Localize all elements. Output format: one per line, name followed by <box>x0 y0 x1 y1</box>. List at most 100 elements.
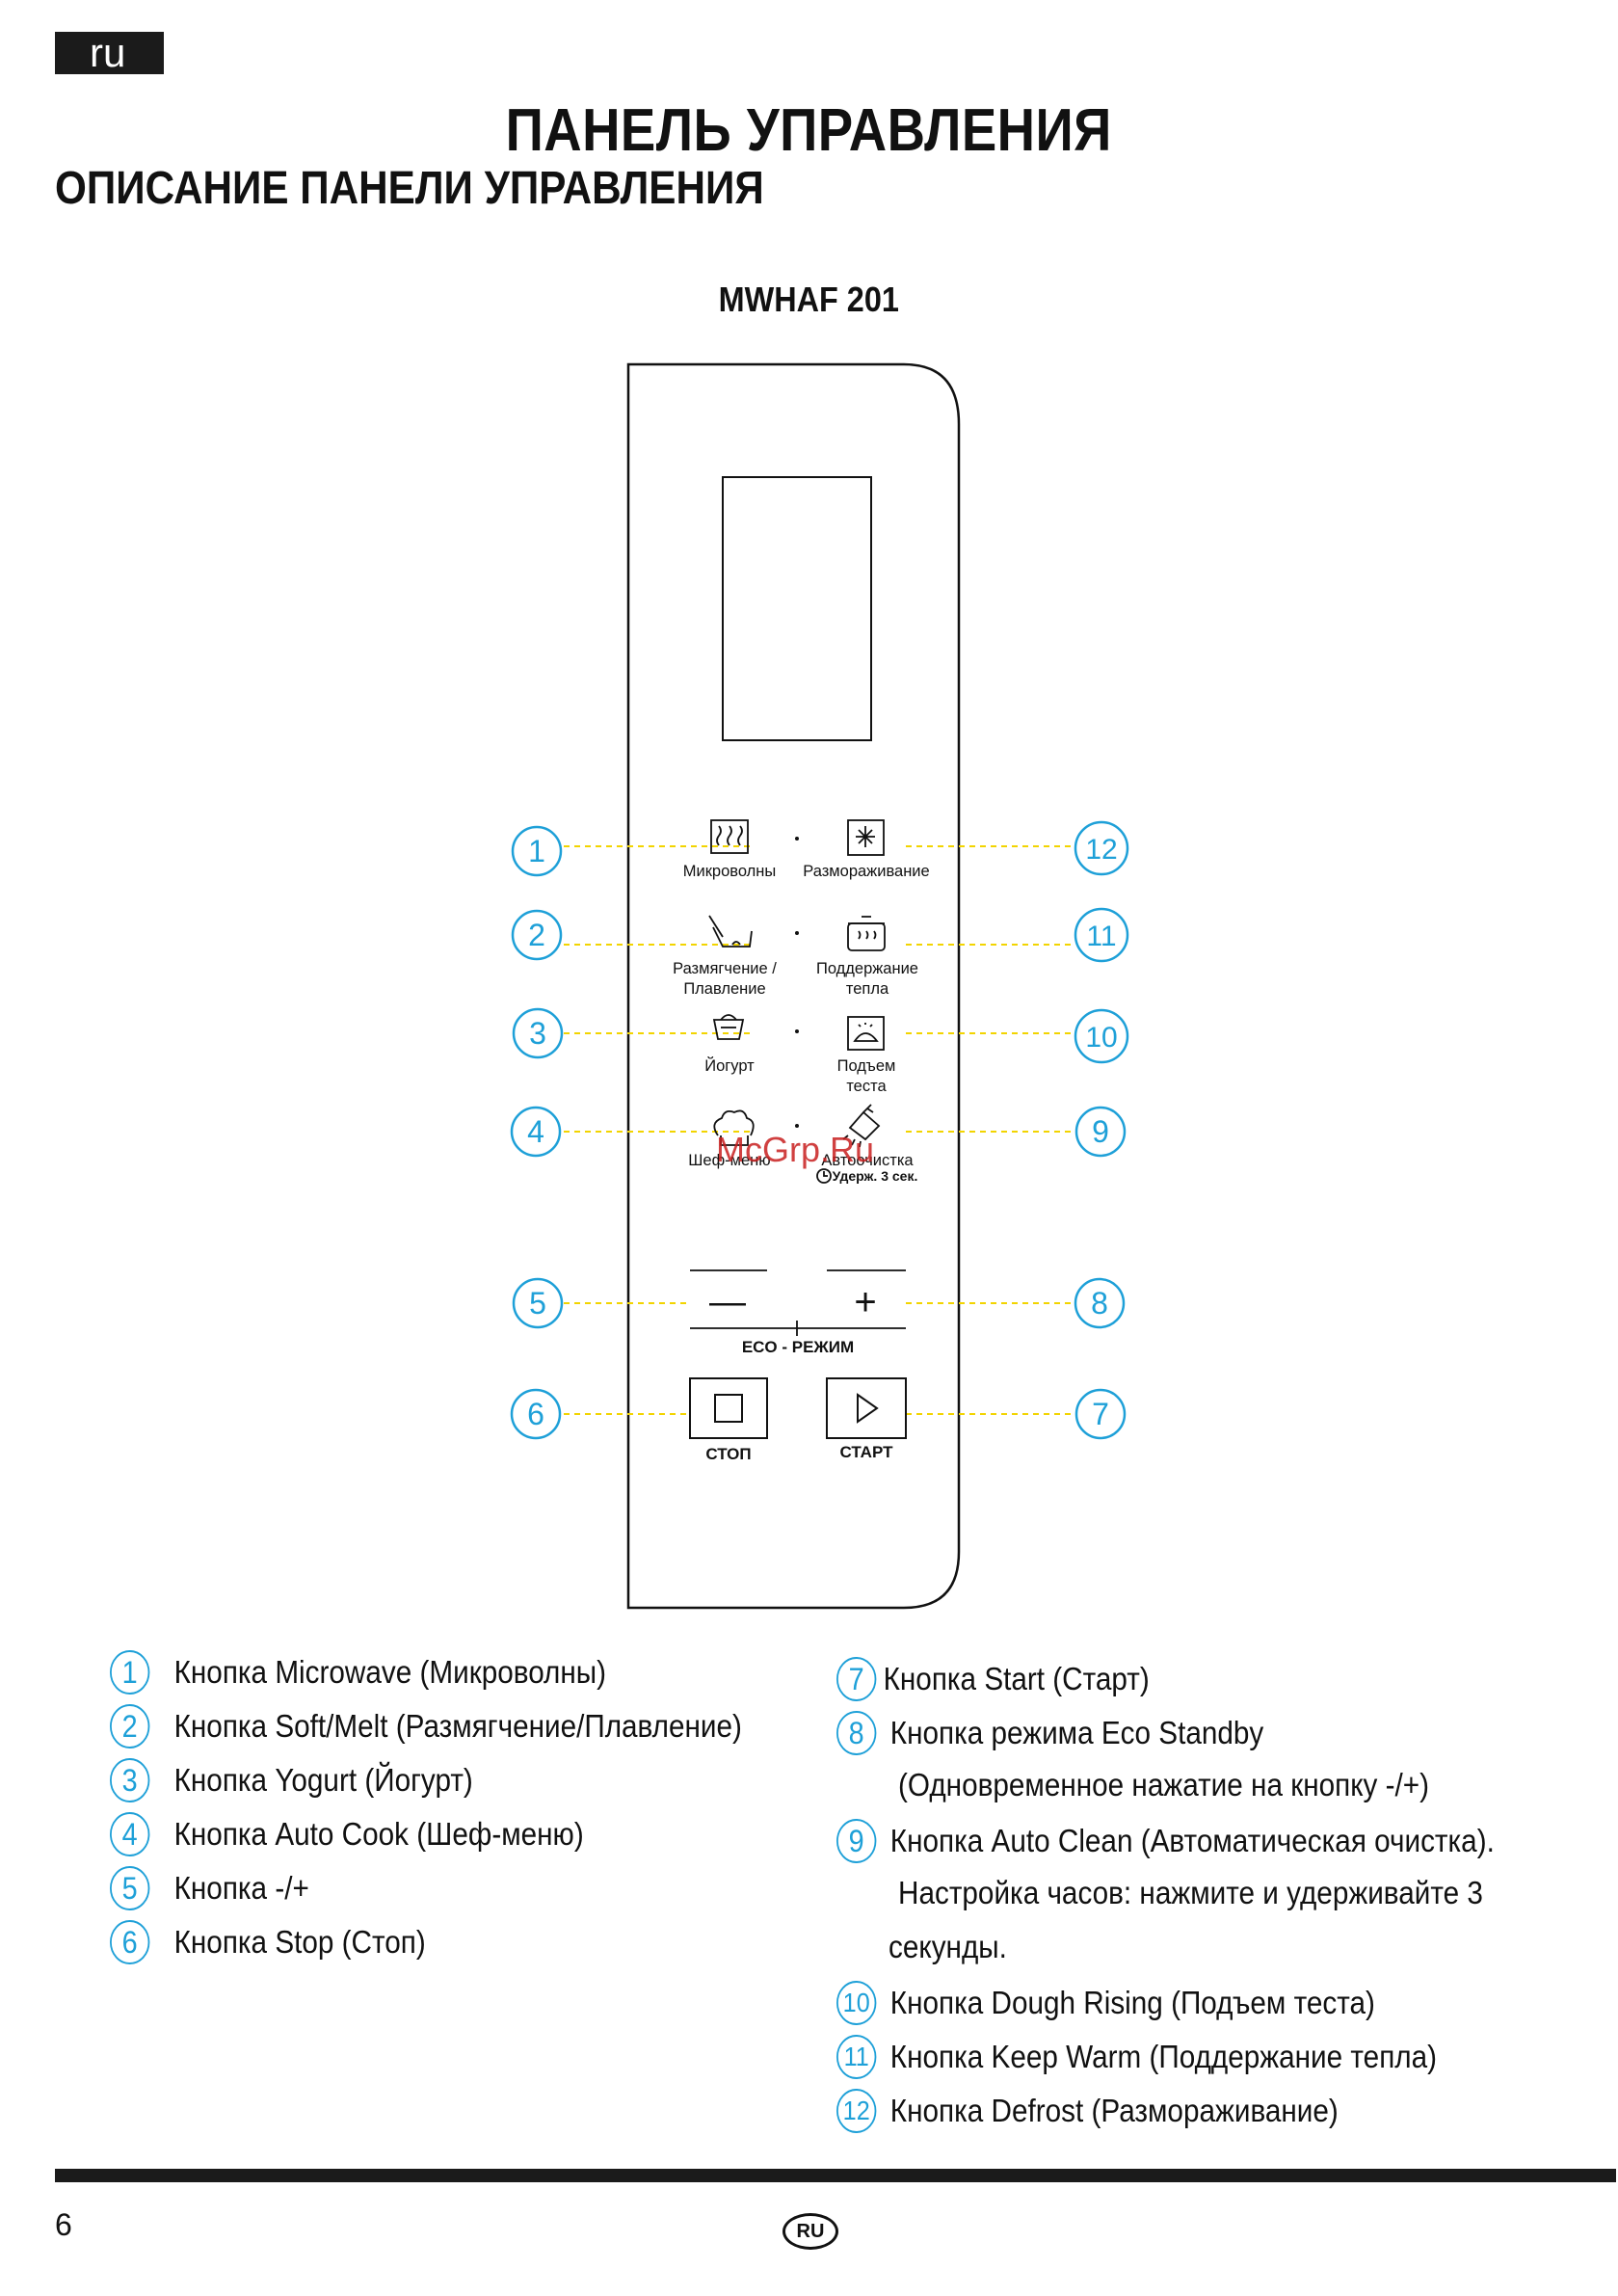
language-tab: ru <box>55 32 164 74</box>
legend-number: 4 <box>110 1812 150 1856</box>
callout-label: 3 <box>529 1016 546 1051</box>
callout-12 <box>1074 820 1129 876</box>
legend-text: Кнопка Yogurt (Йогурт) <box>173 1762 473 1798</box>
keep-warm-icon <box>847 916 886 951</box>
callout-3 <box>512 1007 564 1059</box>
legend-item-1: 1 Кнопка Microwave (Микроволны) <box>110 1650 606 1695</box>
legend-text: Кнопка режима Eco Standby <box>889 1715 1264 1750</box>
language-badge: RU <box>782 2213 838 2250</box>
legend-text: Кнопка Defrost (Размораживание) <box>889 2093 1339 2128</box>
soft-melt-label: Плавление <box>683 980 765 998</box>
yogurt-label: Йогурт <box>704 1056 755 1075</box>
callout-label: 9 <box>1092 1114 1109 1149</box>
clock-icon <box>816 1168 832 1184</box>
legend-number: 1 <box>110 1650 150 1695</box>
dough-label: Подъем <box>837 1057 896 1075</box>
leader-lines <box>564 845 1074 1415</box>
model-name: MWHAF 201 <box>718 280 899 319</box>
callout-9 <box>1074 1106 1127 1158</box>
microwave-icon <box>710 819 749 854</box>
yogurt-icon <box>712 1014 745 1040</box>
legend-number: 2 <box>110 1704 150 1749</box>
keep-warm-label: тепла <box>846 980 889 998</box>
legend-text: Кнопка Soft/Melt (Размягчение/Плавление) <box>173 1708 742 1744</box>
control-panel-diagram: 1 2 3 4 5 6 12 11 10 9 8 7 <box>510 362 1129 1610</box>
start-button[interactable] <box>826 1377 907 1439</box>
callout-6 <box>510 1388 562 1440</box>
eco-mode-label: ECO - РЕЖИМ <box>742 1338 854 1356</box>
auto-clean-label: Автоочистка <box>821 1152 914 1169</box>
callout-label: 5 <box>529 1286 546 1321</box>
legend-number: 7 <box>836 1657 877 1701</box>
legend-number: 5 <box>110 1866 150 1910</box>
chef-menu-label: Шеф-меню <box>688 1152 770 1169</box>
legend-text: Кнопка Microwave (Микроволны) <box>173 1654 607 1690</box>
legend-number: 9 <box>836 1819 877 1863</box>
defrost-label: Размораживание <box>803 863 929 880</box>
legend-text-continued: (Одновременное нажатие на кнопку -/+) <box>898 1767 1430 1802</box>
page-title: ПАНЕЛЬ УПРАВЛЕНИЯ <box>505 97 1112 164</box>
callout-label: 10 <box>1085 1022 1117 1054</box>
legend-number: 3 <box>110 1758 150 1802</box>
callout-label: 4 <box>527 1114 544 1149</box>
page-number: 6 <box>55 2207 72 2242</box>
legend-item-8: 8 Кнопка режима Eco Standby <box>836 1711 1263 1755</box>
legend-text: Кнопка Auto Cook (Шеф-меню) <box>173 1816 584 1852</box>
hold-hint: Удерж. 3 сек. <box>833 1168 918 1184</box>
callout-11 <box>1074 907 1129 963</box>
chef-hat-icon <box>713 1109 755 1146</box>
legend-item-2: 2 Кнопка Soft/Melt (Размягчение/Плавление… <box>110 1704 742 1749</box>
stop-label: СТОП <box>705 1445 751 1463</box>
legend-text-continued: секунды. <box>889 1929 1007 1964</box>
callout-label: 7 <box>1092 1397 1109 1431</box>
section-title: ОПИСАНИЕ ПАНЕЛИ УПРАВЛЕНИЯ <box>55 163 764 214</box>
callout-5 <box>512 1277 564 1329</box>
legend-item-9: 9 Кнопка Auto Clean (Автоматическая очист… <box>836 1819 1495 1863</box>
legend-text: Кнопка Start (Старт) <box>883 1661 1150 1696</box>
legend-number: 12 <box>836 2089 877 2133</box>
keep-warm-label: Поддержание <box>816 960 918 977</box>
watermark: McGrp.Ru <box>716 1130 874 1169</box>
stop-icon <box>714 1394 743 1423</box>
play-icon <box>857 1393 879 1424</box>
dough-rising-icon <box>847 1016 885 1051</box>
callout-10 <box>1074 1008 1129 1064</box>
legend-number: 6 <box>110 1920 150 1964</box>
display-window <box>722 476 872 741</box>
plus-button[interactable]: + <box>854 1281 876 1323</box>
legend-item-12: 12 Кнопка Defrost (Размораживание) <box>836 2089 1339 2133</box>
legend-item-5: 5 Кнопка -/+ <box>110 1866 309 1910</box>
callout-8 <box>1074 1277 1126 1329</box>
minus-button[interactable]: — <box>709 1282 746 1322</box>
callout-label: 11 <box>1086 921 1116 952</box>
panel-outline <box>626 362 961 1610</box>
callout-4 <box>510 1106 562 1158</box>
stop-button[interactable] <box>689 1377 768 1439</box>
start-label: СТАРТ <box>840 1443 894 1461</box>
legend-item-10: 10 Кнопка Dough Rising (Подъем теста) <box>836 1981 1375 2025</box>
soft-melt-icon <box>708 915 753 948</box>
legend-item-4: 4 Кнопка Auto Cook (Шеф-меню) <box>110 1812 584 1856</box>
legend-number: 8 <box>836 1711 877 1755</box>
callout-label: 12 <box>1085 834 1117 866</box>
soft-melt-label: Размягчение / <box>673 960 777 977</box>
callout-2 <box>511 909 563 961</box>
legend-text: Кнопка Stop (Стоп) <box>173 1924 426 1960</box>
dough-label: теста <box>846 1078 887 1095</box>
legend-text: Кнопка Keep Warm (Поддержание тепла) <box>889 2039 1438 2074</box>
legend-number: 10 <box>836 1981 877 2025</box>
callout-7 <box>1074 1388 1127 1440</box>
callout-1 <box>511 825 563 877</box>
legend-text: Кнопка -/+ <box>173 1870 309 1906</box>
callout-label: 1 <box>528 834 545 868</box>
callout-label: 6 <box>527 1397 544 1431</box>
legend-item-3: 3 Кнопка Yogurt (Йогурт) <box>110 1758 473 1802</box>
legend-item-11: 11 Кнопка Keep Warm (Поддержание тепла) <box>836 2035 1437 2079</box>
legend-text: Кнопка Auto Clean (Автоматическая очистк… <box>889 1823 1495 1858</box>
legend-text: Кнопка Dough Rising (Подъем теста) <box>889 1985 1375 2020</box>
legend-number: 11 <box>836 2035 877 2079</box>
legend-text-continued: Настройка часов: нажмите и удерживайте 3 <box>898 1875 1483 1910</box>
callout-label: 8 <box>1091 1286 1108 1321</box>
footer-bar <box>55 2169 1616 2182</box>
microwave-label: Микроволны <box>683 863 777 880</box>
